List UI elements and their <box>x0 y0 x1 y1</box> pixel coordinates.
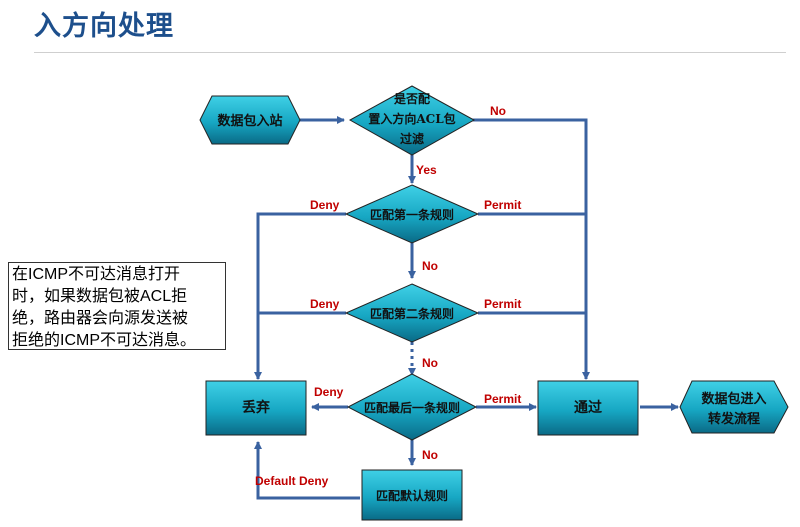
node-drop-label: 丢弃 <box>242 399 270 416</box>
node-rule1 <box>344 184 480 244</box>
edge-label-permit1: Permit <box>484 198 521 212</box>
icmp-note-line: 绝，路由器会向源发送被 <box>12 310 189 327</box>
node-rule1-label: 匹配第一条规则 <box>370 207 454 222</box>
edge-deny1 <box>254 212 346 380</box>
edge-label-deny-last: Deny <box>314 385 344 399</box>
node-rule2-label: 匹配第二条规则 <box>370 306 454 321</box>
node-default-label: 匹配默认规则 <box>376 488 448 503</box>
edge-label-no1: No <box>422 259 438 273</box>
node-pass <box>537 380 639 436</box>
icmp-note-line: 时，如果数据包被ACL拒 <box>12 288 188 305</box>
node-rule-last-label: 匹配最后一条规则 <box>364 400 460 415</box>
edge-label-yes: Yes <box>416 163 437 177</box>
connectors <box>254 116 679 500</box>
node-forward <box>679 380 789 434</box>
page-title: 入方向处理 <box>34 11 174 42</box>
edge-label-deny1: Deny <box>310 198 340 212</box>
node-start <box>199 95 301 145</box>
node-drop <box>205 380 307 436</box>
node-check-line2: 置入方向ACL包 <box>368 111 455 126</box>
edge-default-deny <box>254 441 360 500</box>
node-default <box>361 469 463 521</box>
node-rule-last <box>346 373 478 441</box>
node-check <box>348 85 476 156</box>
node-rule2 <box>344 283 480 343</box>
icmp-note-line: 在ICMP不可达消息打开 <box>12 266 181 283</box>
node-forward-line2: 转发流程 <box>708 411 760 427</box>
icmp-note: 在ICMP不可达消息打开 时，如果数据包被ACL拒 绝，路由器会向源发送被 拒绝… <box>8 262 226 350</box>
node-check-line3: 过滤 <box>400 131 424 146</box>
edge-label-no-last: No <box>422 448 438 462</box>
edge-label-permit2: Permit <box>484 297 521 311</box>
edge-label-no2: No <box>422 356 438 370</box>
node-pass-label: 通过 <box>574 399 602 416</box>
edge-label-default-deny: Default Deny <box>255 474 329 488</box>
edge-no-top <box>470 118 590 380</box>
node-check-line1: 是否配 <box>393 91 430 106</box>
edge-label-deny2: Deny <box>310 297 340 311</box>
title-divider <box>34 52 786 53</box>
node-forward-line1: 数据包进入 <box>701 391 766 407</box>
edge-label-permit-last: Permit <box>484 392 521 406</box>
icmp-note-line: 拒绝的ICMP不可达消息。 <box>12 332 197 349</box>
edge-label-no-top: No <box>490 104 506 118</box>
node-start-label: 数据包入站 <box>217 113 282 129</box>
